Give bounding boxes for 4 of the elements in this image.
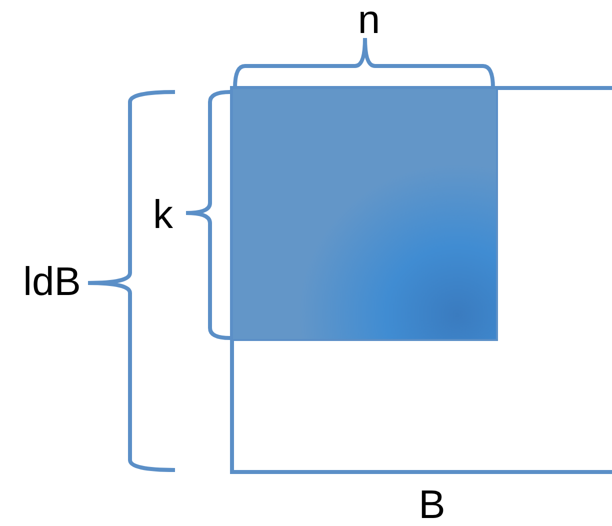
dimension-label: ldB	[23, 262, 81, 302]
dimension-label: k	[153, 195, 173, 235]
dimension-label: B	[418, 485, 446, 525]
dimension-label: n	[358, 0, 380, 40]
